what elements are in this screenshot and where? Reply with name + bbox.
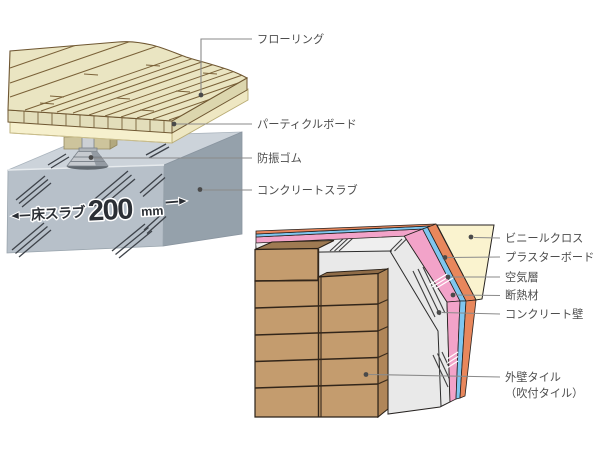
floor-labels: フローリング パーティクルボード 防振ゴム コンクリートスラブ bbox=[88, 32, 358, 197]
wall-tile-face bbox=[254, 272, 379, 418]
particle-board bbox=[9, 88, 249, 144]
slab-dimension-annotation: 床スラブ 200 mm bbox=[8, 192, 189, 229]
slab-dimension-unit: mm bbox=[141, 204, 164, 219]
label-flooring: フローリング bbox=[257, 32, 324, 46]
wall-assembly bbox=[254, 223, 495, 419]
label-plaster-board: プラスターボード bbox=[505, 251, 594, 264]
slab-dimension-value: 200 bbox=[87, 193, 133, 227]
damper-rubber bbox=[66, 133, 109, 170]
label-air-layer: 空気層 bbox=[505, 270, 539, 284]
label-vinyl-cloth: ビニールクロス bbox=[505, 232, 583, 245]
wall-labels: ビニールクロス プラスターボード 空気層 断熱材 コンクリート壁 外壁タイル （… bbox=[363, 232, 594, 400]
wall-tile bbox=[254, 239, 389, 419]
slab-dimension-prefix: 床スラブ bbox=[31, 204, 86, 223]
wall-tile-end-rows bbox=[377, 298, 389, 385]
flooring-plank-seams bbox=[9, 41, 247, 121]
slab-hatch-marks bbox=[11, 143, 170, 259]
label-exterior-tile-sub: （吹付タイル） bbox=[505, 387, 583, 400]
wall-tile-step-front bbox=[254, 247, 319, 282]
wall-plasterboard-side-band bbox=[459, 299, 477, 399]
label-damper-rubber: 防振ゴム bbox=[257, 151, 302, 165]
concrete-slab: 床スラブ 200 mm bbox=[6, 131, 243, 259]
wall-tile-rows bbox=[254, 279, 379, 389]
flooring bbox=[7, 41, 249, 134]
label-concrete-wall: コンクリート壁 bbox=[505, 307, 583, 321]
label-exterior-tile: 外壁タイル bbox=[505, 370, 561, 384]
label-concrete-slab: コンクリートスラブ bbox=[257, 183, 358, 197]
label-particle-board: パーティクルボード bbox=[257, 118, 357, 131]
wall-tile-end-face bbox=[377, 267, 389, 419]
label-insulation: 断熱材 bbox=[505, 288, 539, 302]
flooring-front-plank-ends bbox=[23, 110, 165, 133]
